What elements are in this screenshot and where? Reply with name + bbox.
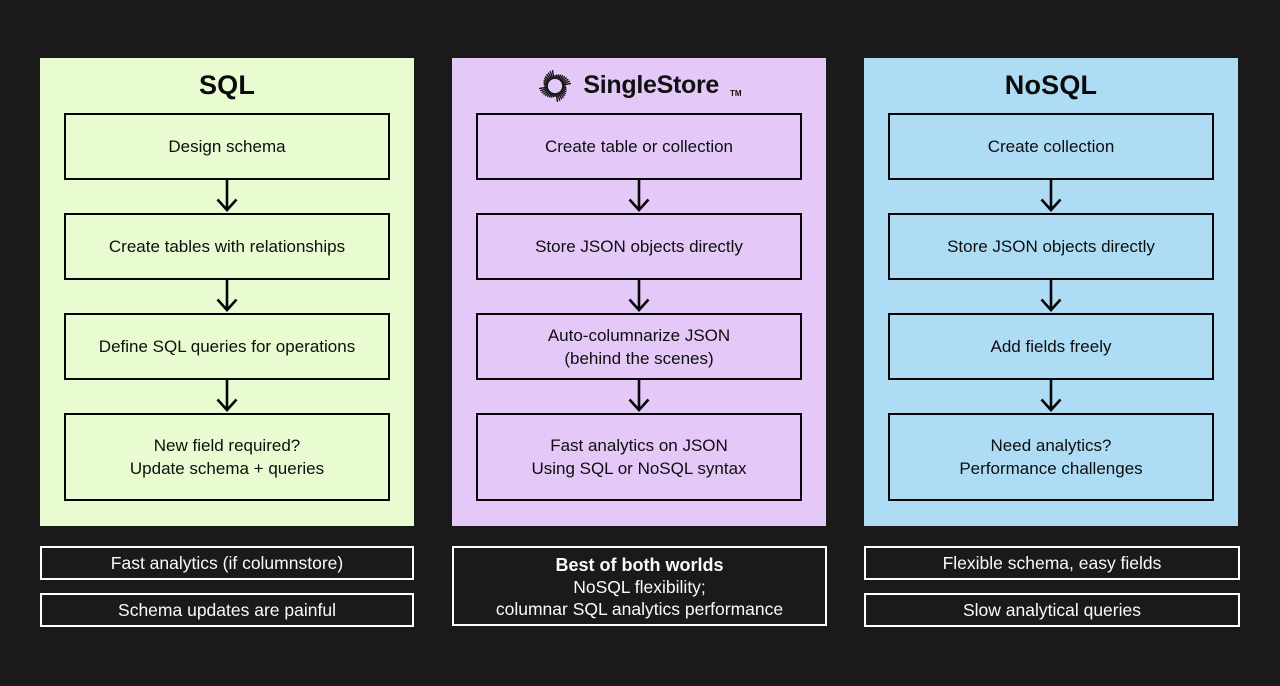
flow-step-label: Auto-columnarize JSON	[547, 325, 731, 345]
flow-step: Create collection	[888, 113, 1214, 180]
note-box: Slow analytical queries	[864, 593, 1240, 627]
note-box: Best of both worlds NoSQL flexibility; c…	[452, 546, 827, 626]
flow-step-label: Store JSON objects directly	[947, 237, 1155, 256]
flow-step-label: Create tables with relationships	[108, 237, 346, 256]
flow-step-label: Add fields freely	[990, 337, 1112, 356]
sql-notes: Fast analytics (if columnstore) Schema u…	[40, 546, 414, 640]
flow-arrow-icon	[476, 280, 802, 313]
flow-step: Design schema	[64, 113, 390, 180]
flow-step-label: Performance challenges	[959, 459, 1143, 478]
flow-step-label: Create collection	[987, 137, 1115, 156]
flow-step-label: Define SQL queries for operations	[98, 337, 356, 356]
flow-arrow-icon	[476, 380, 802, 413]
flow-step: Create tables with relationships	[64, 213, 390, 280]
flow-step-label: Using SQL or NoSQL syntax	[531, 459, 747, 478]
note-text: columnar SQL analytics performance	[495, 598, 784, 619]
trademark-symbol: TM	[730, 88, 742, 98]
flow-step-label: Update schema + queries	[129, 459, 325, 478]
flow-step-label: Fast analytics on JSON	[550, 436, 728, 455]
flow-step: Create table or collection	[476, 113, 802, 180]
sql-panel-header: SQL	[64, 58, 390, 113]
singlestore-starburst-icon	[539, 69, 572, 102]
note-text: Fast analytics (if columnstore)	[110, 552, 344, 573]
note-text: Slow analytical queries	[962, 599, 1141, 620]
nosql-panel: NoSQL Create collection Store JSON objec…	[864, 58, 1238, 526]
singlestore-panel-header: SingleStore TM	[476, 58, 802, 113]
flow-arrow-icon	[888, 180, 1214, 213]
flow-arrow-icon	[64, 280, 390, 313]
flow-arrow-icon	[64, 380, 390, 413]
singlestore-wordmark: SingleStore	[583, 71, 720, 99]
flow-arrow-icon	[888, 380, 1214, 413]
flow-step: Store JSON objects directly	[888, 213, 1214, 280]
flow-step-label: Create table or collection	[544, 137, 734, 156]
flow-step: Store JSON objects directly	[476, 213, 802, 280]
flow-arrow-icon	[888, 280, 1214, 313]
flow-step: Auto-columnarize JSON (behind the scenes…	[476, 313, 802, 380]
flow-step: Add fields freely	[888, 313, 1214, 380]
flow-step: New field required? Update schema + quer…	[64, 413, 390, 501]
flow-step: Define SQL queries for operations	[64, 313, 390, 380]
note-text: NoSQL flexibility;	[573, 576, 706, 597]
flow-step-label: New field required?	[153, 436, 301, 455]
note-box: Flexible schema, easy fields	[864, 546, 1240, 580]
note-text: Schema updates are painful	[118, 599, 336, 620]
note-title: Best of both worlds	[555, 554, 724, 575]
singlestore-notes: Best of both worlds NoSQL flexibility; c…	[452, 546, 827, 639]
note-text: Flexible schema, easy fields	[942, 552, 1162, 573]
flow-step-label: Design schema	[168, 137, 286, 156]
flow-step: Fast analytics on JSON Using SQL or NoSQ…	[476, 413, 802, 501]
nosql-title: NoSQL	[1004, 70, 1098, 100]
nosql-panel-header: NoSQL	[888, 58, 1214, 113]
flow-step-label: (behind the scenes)	[564, 348, 714, 368]
flow-step-label: Store JSON objects directly	[535, 237, 743, 256]
flow-arrow-icon	[64, 180, 390, 213]
note-box: Schema updates are painful	[40, 593, 414, 627]
flow-step: Need analytics? Performance challenges	[888, 413, 1214, 501]
flow-step-label: Need analytics?	[990, 436, 1112, 455]
singlestore-panel: SingleStore TM Create table or collectio…	[452, 58, 826, 526]
singlestore-logo: SingleStore TM	[536, 67, 742, 105]
note-box: Fast analytics (if columnstore)	[40, 546, 414, 580]
sql-panel: SQL Design schema Create tables with rel…	[40, 58, 414, 526]
flow-arrow-icon	[476, 180, 802, 213]
nosql-notes: Flexible schema, easy fields Slow analyt…	[864, 546, 1240, 640]
sql-title: SQL	[198, 70, 256, 100]
